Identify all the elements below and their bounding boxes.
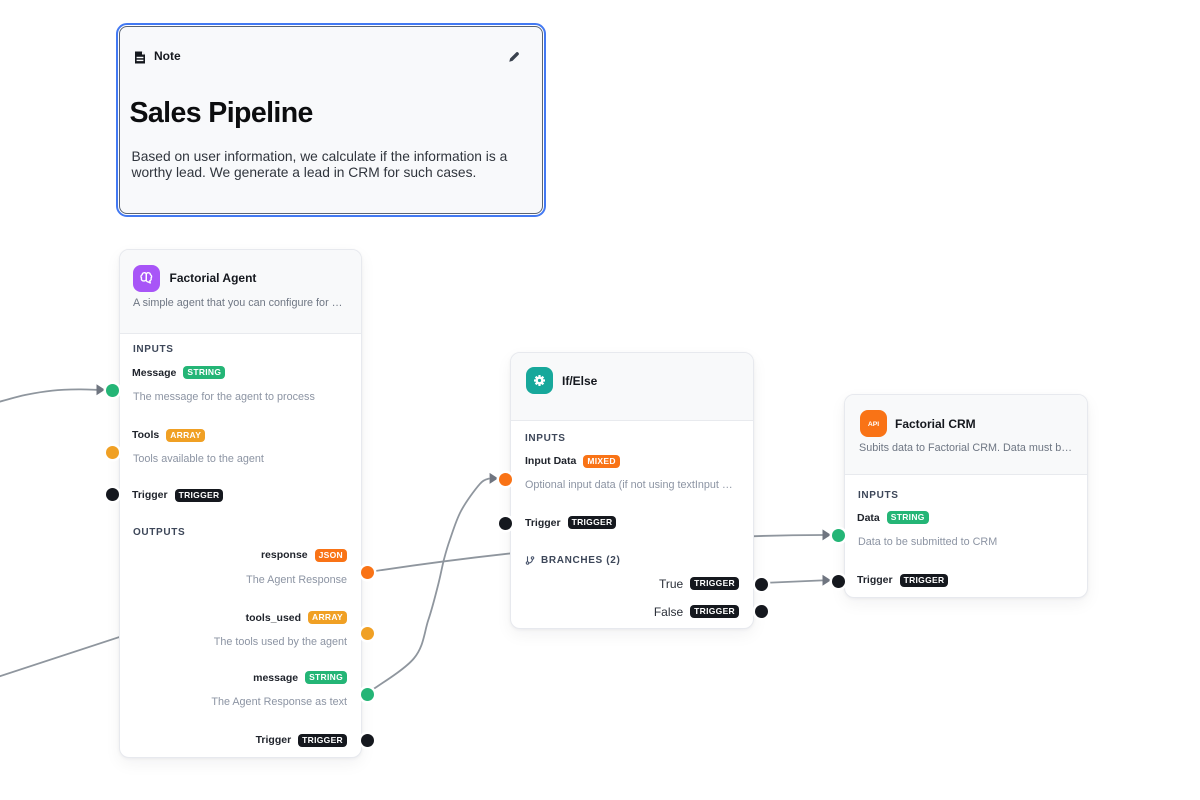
svg-text:API: API bbox=[868, 421, 879, 428]
